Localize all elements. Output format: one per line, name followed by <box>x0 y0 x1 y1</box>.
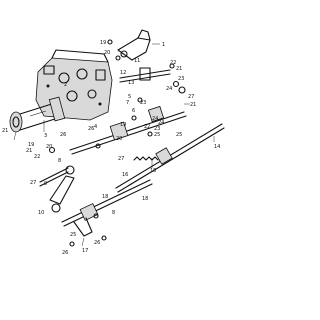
callout-21: 21 <box>176 66 182 72</box>
fasteners <box>48 39 180 247</box>
lower-rail <box>61 179 153 237</box>
callout-23: 23 <box>140 100 146 106</box>
callout-27: 27 <box>118 156 124 162</box>
callout-27: 27 <box>30 180 36 186</box>
callout-10: 10 <box>38 210 44 216</box>
callout-16: 16 <box>122 172 128 178</box>
long-shift-rail <box>115 123 225 193</box>
callout-8: 8 <box>58 158 61 164</box>
callout-12: 12 <box>120 70 126 76</box>
callout-21: 21 <box>2 128 8 134</box>
callout-26: 26 <box>94 240 100 246</box>
callout-17: 17 <box>82 248 88 254</box>
callout-20: 20 <box>116 136 122 142</box>
callout-24: 24 <box>152 116 158 122</box>
callout-19: 19 <box>100 40 106 46</box>
spring <box>133 156 159 161</box>
callout-3: 3 <box>44 133 47 139</box>
callout-4: 4 <box>94 124 97 130</box>
callout-14: 14 <box>214 144 220 150</box>
callout-27: 27 <box>188 94 194 100</box>
callout-2: 2 <box>64 82 67 88</box>
callout-26: 26 <box>88 126 94 132</box>
callout-23: 23 <box>178 76 184 82</box>
callout-26: 26 <box>62 250 68 256</box>
callout-9: 9 <box>44 181 47 187</box>
callout-25: 25 <box>176 132 182 138</box>
callout-8: 8 <box>112 210 115 216</box>
callout-15: 15 <box>150 168 156 174</box>
callout-18: 18 <box>142 196 148 202</box>
callout-25: 25 <box>70 232 76 238</box>
callout-22: 22 <box>34 154 40 160</box>
leader-lines <box>13 43 215 247</box>
exploded-parts-diagram: 1 2 3 4 5 6 7 8 9 10 11 12 13 14 15 16 1… <box>2 29 225 256</box>
input-shaft-assembly <box>9 96 66 133</box>
callout-19: 19 <box>28 142 34 148</box>
callout-7: 7 <box>126 100 129 106</box>
callout-18: 18 <box>102 194 108 200</box>
callout-24: 24 <box>166 86 172 92</box>
middle-shaft <box>69 105 187 155</box>
callout-22: 22 <box>144 124 150 130</box>
lever-assembly <box>39 165 75 213</box>
shift-fork <box>117 29 151 61</box>
callout-6: 6 <box>132 108 135 114</box>
callout-1: 1 <box>162 42 165 48</box>
callout-13: 13 <box>128 80 134 86</box>
callout-25: 25 <box>154 132 160 138</box>
callout-21: 21 <box>26 148 32 154</box>
callout-21: 21 <box>190 102 196 108</box>
callout-23: 23 <box>154 126 160 132</box>
callout-5: 5 <box>128 94 131 100</box>
upper-shift-rail <box>119 67 186 94</box>
callout-19: 19 <box>120 122 126 128</box>
callout-11: 11 <box>134 58 140 64</box>
callout-24: 24 <box>158 120 164 126</box>
callout-20: 20 <box>46 144 52 150</box>
callout-26: 26 <box>60 132 66 138</box>
housing <box>35 49 113 121</box>
callout-22: 22 <box>170 60 176 66</box>
callout-20: 20 <box>104 50 110 56</box>
